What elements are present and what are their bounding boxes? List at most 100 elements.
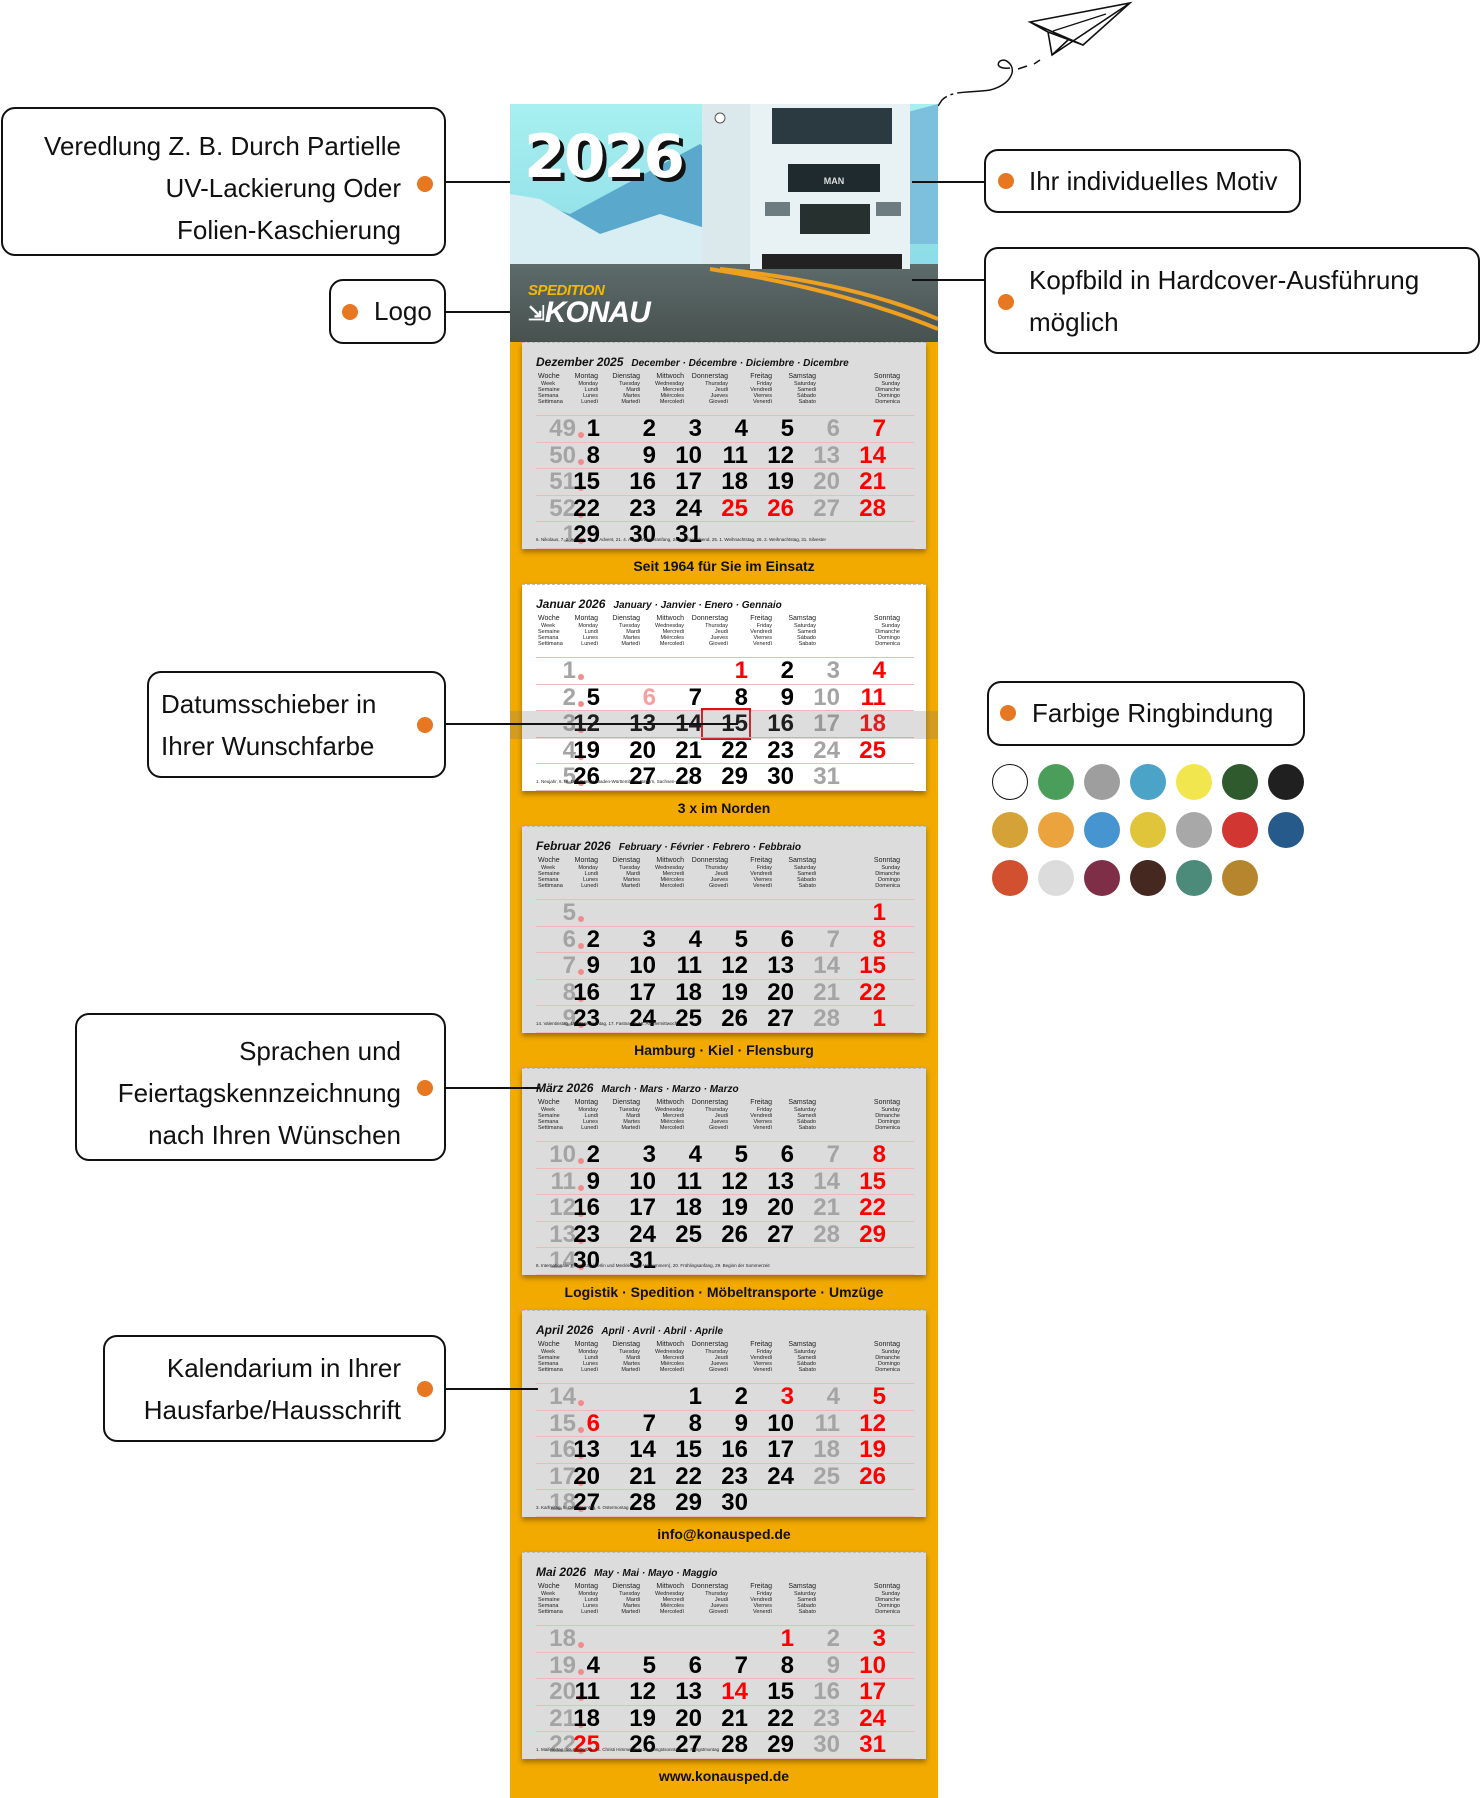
day-cell[interactable]: 8 [872,925,886,953]
day-cell[interactable]: 19 [629,1704,656,1732]
day-cell[interactable]: 3 [826,657,840,684]
day-cell[interactable]: 24 [629,1005,656,1032]
day-cell[interactable]: 7 [688,683,702,711]
day-cell[interactable]: 25 [573,1731,600,1758]
day-cell[interactable]: 4 [688,1141,702,1168]
day-cell[interactable]: 21 [859,468,886,495]
day-cell[interactable]: 23 [573,1005,600,1032]
ring-color-swatch[interactable] [1268,812,1304,848]
day-cell[interactable]: 15 [573,468,600,495]
day-cell[interactable]: 27 [767,1220,794,1248]
day-cell[interactable]: 16 [767,710,794,737]
day-cell[interactable]: 20 [573,1462,600,1490]
day-cell[interactable]: 19 [721,978,748,1006]
day-cell[interactable]: 6 [642,683,656,711]
day-cell[interactable]: 18 [721,468,748,495]
day-cell[interactable]: 24 [767,1462,794,1490]
day-cell[interactable]: 1 [586,415,600,442]
ring-color-swatch[interactable] [1038,812,1074,848]
day-cell[interactable]: 10 [767,1409,794,1437]
day-cell[interactable]: 18 [675,1194,702,1221]
day-cell[interactable]: 11 [676,952,702,979]
day-cell[interactable]: 25 [721,494,748,522]
day-cell[interactable]: 14 [859,441,886,469]
day-cell[interactable]: 27 [813,494,840,522]
day-cell[interactable]: 3 [872,1625,886,1652]
day-cell[interactable]: 5 [586,683,600,711]
day-cell[interactable]: 9 [642,441,656,469]
day-cell[interactable]: 28 [675,763,702,790]
ring-color-swatch[interactable] [992,860,1028,896]
day-cell[interactable]: 30 [573,1247,600,1274]
day-cell[interactable]: 20 [767,1194,794,1221]
ring-color-swatch[interactable] [992,764,1028,800]
day-cell[interactable]: 22 [721,736,748,764]
day-cell[interactable]: 28 [859,494,886,522]
day-cell[interactable]: 16 [573,1194,600,1221]
day-cell[interactable]: 2 [826,1625,840,1652]
day-cell[interactable]: 24 [859,1704,886,1732]
day-cell[interactable]: 7 [872,415,886,442]
day-cell[interactable]: 26 [573,763,600,790]
day-cell[interactable]: 9 [586,1167,600,1195]
day-cell[interactable]: 27 [767,1005,794,1032]
day-cell[interactable]: 4 [688,925,702,953]
day-cell[interactable]: 26 [721,1220,748,1248]
day-cell[interactable]: 16 [721,1436,748,1463]
ring-color-swatch[interactable] [1038,764,1074,800]
day-cell[interactable]: 6 [780,925,794,953]
day-cell[interactable]: 29 [573,521,600,548]
day-cell[interactable]: 25 [675,1005,702,1032]
day-cell[interactable]: 7 [826,1141,840,1168]
day-cell[interactable]: 4 [826,1383,840,1410]
day-cell[interactable]: 13 [767,1167,794,1195]
day-cell[interactable]: 29 [767,1731,794,1758]
day-cell[interactable]: 5 [642,1651,656,1679]
ring-color-swatch[interactable] [1084,860,1120,896]
day-cell[interactable]: 11 [722,441,748,469]
day-cell[interactable]: 6 [780,1141,794,1168]
day-cell[interactable]: 23 [573,1220,600,1248]
day-cell[interactable]: 17 [675,468,702,495]
day-cell[interactable]: 9 [826,1651,840,1679]
day-cell[interactable]: 13 [813,441,840,469]
day-cell[interactable]: 2 [734,1383,748,1410]
day-cell[interactable]: 5 [734,925,748,953]
ring-color-swatch[interactable] [1176,812,1212,848]
day-cell[interactable]: 6 [586,1409,600,1437]
day-cell[interactable]: 10 [813,683,840,711]
day-cell[interactable]: 1 [734,657,748,684]
day-cell[interactable]: 15 [767,1678,794,1705]
day-cell[interactable]: 6 [826,415,840,442]
day-cell[interactable]: 5 [734,1141,748,1168]
day-cell[interactable]: 23 [629,494,656,522]
day-cell[interactable]: 30 [767,763,794,790]
day-cell[interactable]: 3 [780,1383,794,1410]
day-cell[interactable]: 5 [872,1383,886,1410]
day-cell[interactable]: 17 [813,710,840,737]
day-cell[interactable]: 24 [675,494,702,522]
day-cell[interactable]: 24 [629,1220,656,1248]
day-cell[interactable]: 1 [872,899,886,926]
day-cell[interactable]: 2 [642,415,656,442]
day-cell[interactable]: 18 [675,978,702,1006]
day-cell[interactable]: 12 [721,1167,748,1195]
day-cell[interactable]: 14 [629,1436,656,1463]
day-cell[interactable]: 10 [629,952,656,979]
day-cell[interactable]: 29 [859,1220,886,1248]
day-cell[interactable]: 31 [859,1731,886,1758]
day-cell[interactable]: 12 [629,1678,656,1705]
day-cell[interactable]: 13 [767,952,794,979]
day-cell[interactable]: 14 [813,952,840,979]
day-cell[interactable]: 12 [767,441,794,469]
day-cell[interactable]: 31 [675,521,702,548]
day-cell[interactable]: 11 [814,1409,840,1437]
day-cell[interactable]: 19 [573,736,600,764]
day-cell[interactable]: 26 [767,494,794,522]
day-cell[interactable]: 21 [813,978,840,1006]
day-cell[interactable]: 19 [859,1436,886,1463]
day-cell[interactable]: 22 [859,978,886,1006]
day-cell[interactable]: 8 [872,1141,886,1168]
day-cell[interactable]: 2 [586,925,600,953]
day-cell[interactable]: 10 [675,441,702,469]
